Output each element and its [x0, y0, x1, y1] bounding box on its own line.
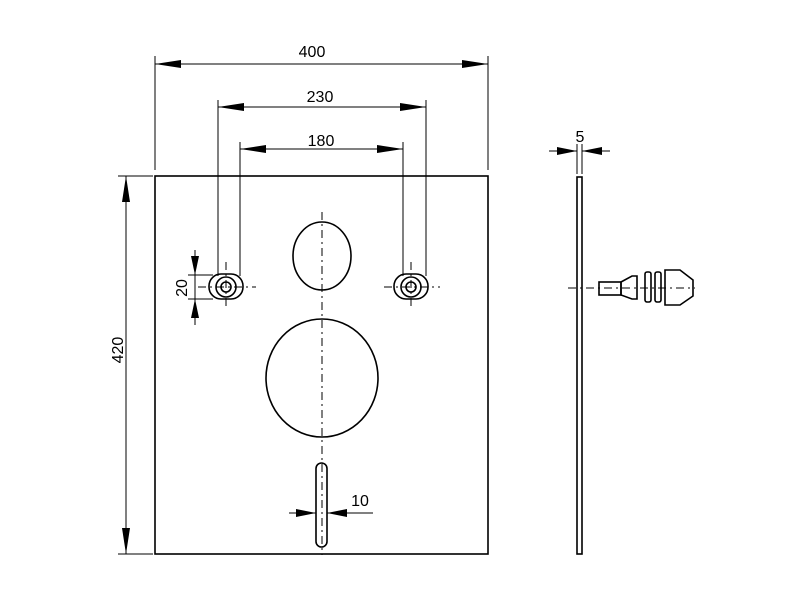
main-oval-opening — [265, 318, 379, 438]
side-view — [568, 176, 695, 555]
side-plate — [576, 176, 583, 555]
dimension-outer-bolt-spacing: 230 — [217, 89, 427, 276]
dimension-230-label: 230 — [307, 89, 334, 106]
dimension-overall-width: 400 — [154, 44, 489, 170]
dimension-inner-bolt-spacing: 180 — [239, 133, 404, 276]
front-view — [154, 175, 489, 555]
dimension-slot-width: 10 — [289, 493, 373, 517]
dimension-400-label: 400 — [299, 44, 326, 61]
dimension-overall-height: 420 — [110, 175, 153, 555]
dimension-180-label: 180 — [308, 133, 335, 150]
bottom-slot — [315, 462, 328, 548]
dimension-10-label: 10 — [351, 493, 369, 510]
dimension-bolt-hole-height: 20 — [174, 250, 213, 325]
upper-oval-opening — [292, 221, 352, 291]
right-bolt-hole — [384, 262, 440, 308]
dimension-plate-thickness: 5 — [549, 129, 610, 174]
dimension-420-label: 420 — [110, 337, 127, 364]
dimension-5-label: 5 — [576, 129, 585, 146]
dimension-20-label: 20 — [174, 279, 191, 297]
left-bolt-hole — [198, 262, 256, 308]
bolt-assembly — [598, 269, 694, 306]
